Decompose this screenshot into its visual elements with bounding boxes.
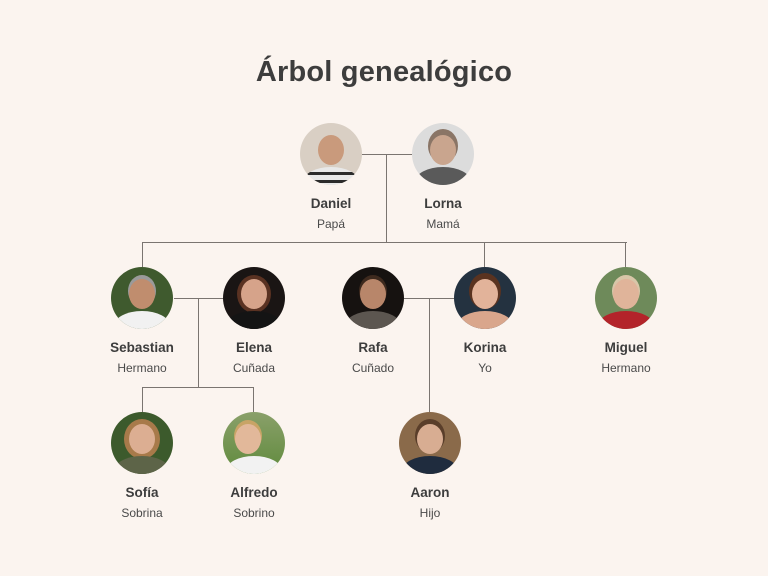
avatar-rafa [342, 267, 404, 329]
person-role: Mamá [426, 217, 460, 231]
person-name: Elena [235, 340, 273, 355]
person-rafa[interactable]: Rafa Cuñado [318, 267, 428, 375]
person-name: Daniel [310, 196, 352, 211]
person-korina[interactable]: Korina Yo [430, 267, 540, 375]
person-lorna[interactable]: Lorna Mamá [388, 123, 498, 231]
person-name: Lorna [424, 196, 462, 211]
person-name: Miguel [604, 340, 648, 355]
person-name: Korina [463, 340, 507, 355]
page-title: Árbol genealógico [255, 56, 513, 88]
connector-siblings [142, 242, 627, 244]
person-role: Cuñado [351, 361, 395, 375]
avatar-lorna [412, 123, 474, 185]
connector-sofia [142, 387, 144, 412]
person-role: Hijo [419, 506, 441, 520]
connector-sebastian-elena-drop [198, 298, 200, 387]
connector-korina [484, 242, 486, 267]
person-name: Rafa [358, 340, 388, 355]
connector-nephews [142, 387, 254, 389]
person-aaron[interactable]: Aaron Hijo [375, 412, 485, 520]
person-name: Sofía [125, 485, 159, 500]
avatar-daniel [300, 123, 362, 185]
connector-parents-drop [386, 154, 388, 243]
person-role: Sobrina [121, 506, 163, 520]
person-role: Papá [316, 217, 346, 231]
avatar-korina [454, 267, 516, 329]
person-role: Cuñada [232, 361, 276, 375]
person-role: Hermano [601, 361, 651, 375]
person-role: Hermano [117, 361, 167, 375]
avatar-elena [223, 267, 285, 329]
person-name: Aaron [410, 485, 450, 500]
avatar-aaron [399, 412, 461, 474]
avatar-miguel [595, 267, 657, 329]
connector-alfredo [253, 387, 255, 412]
person-name: Alfredo [230, 485, 278, 500]
person-sebastian[interactable]: Sebastian Hermano [87, 267, 197, 375]
person-role: Sobrino [233, 506, 275, 520]
person-name: Sebastian [110, 340, 174, 355]
connector-rafa-korina-drop [429, 298, 431, 412]
person-alfredo[interactable]: Alfredo Sobrino [199, 412, 309, 520]
person-miguel[interactable]: Miguel Hermano [571, 267, 681, 375]
person-elena[interactable]: Elena Cuñada [199, 267, 309, 375]
person-daniel[interactable]: Daniel Papá [276, 123, 386, 231]
avatar-sofia [111, 412, 173, 474]
connector-sebastian [142, 242, 144, 267]
avatar-sebastian [111, 267, 173, 329]
avatar-alfredo [223, 412, 285, 474]
connector-miguel [625, 242, 627, 267]
person-role: Yo [478, 361, 492, 375]
person-sofia[interactable]: Sofía Sobrina [87, 412, 197, 520]
